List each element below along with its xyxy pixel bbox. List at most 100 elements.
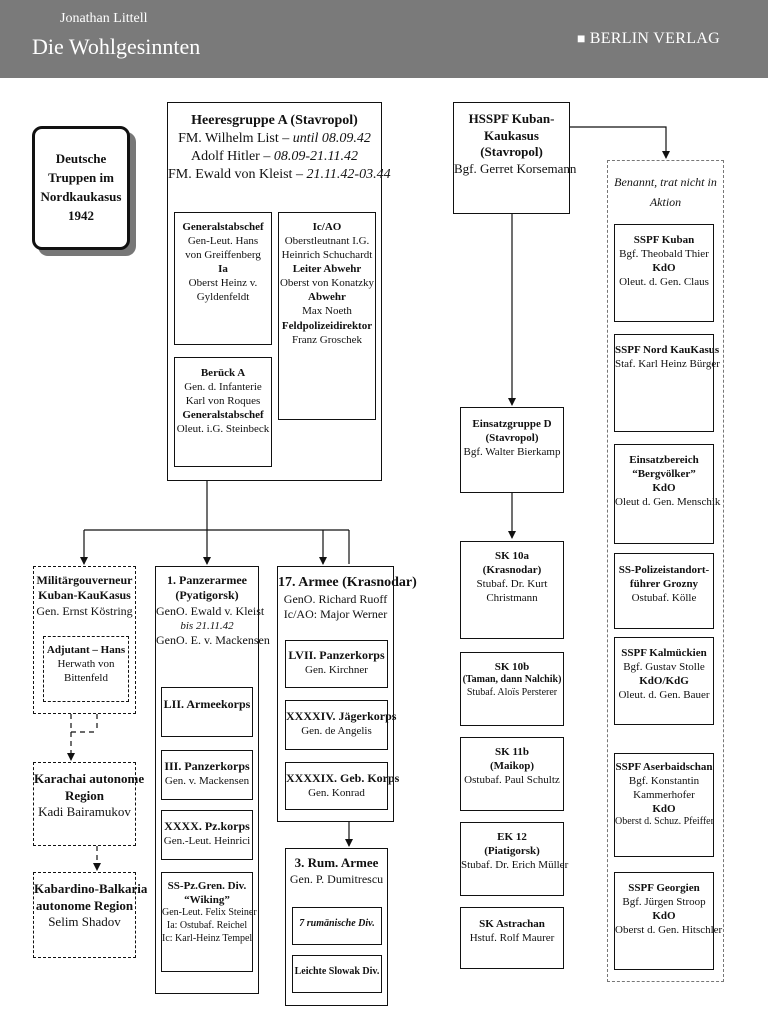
- box-line: Bgf. Walter Bierkamp: [463, 446, 561, 459]
- box-line: Kammerhofer: [633, 789, 695, 802]
- note-line: Aktion: [649, 195, 682, 210]
- book-title: Die Wohlgesinnten: [32, 34, 201, 59]
- commander-name: FM. Ewald von Kleist –: [168, 166, 307, 182]
- box-line: “Wiking”: [184, 894, 230, 907]
- hsspf-box: HSSPF Kuban- Kaukasus (Stavropol) Bgf. G…: [453, 102, 576, 214]
- box-line: SSPF Aserbaidschan: [615, 761, 713, 773]
- box-line: 1. Panzerarmee: [167, 573, 247, 587]
- box-line: SS-Pz.Gren. Div.: [167, 880, 247, 892]
- berueck-box: Berück A Gen. d. Infanterie Karl von Roq…: [174, 357, 272, 467]
- box-line: Karl von Roques: [185, 395, 261, 408]
- connector-militaer-bus: [70, 714, 98, 733]
- box-line: Staf. Karl Heinz Bürger: [615, 358, 720, 371]
- box-line: “Bergvölker”: [632, 468, 696, 481]
- heeresgruppe-title: Heeresgruppe A (Stavropol): [191, 113, 358, 128]
- division-box: Leichte Slowak Div.: [292, 955, 382, 993]
- chart-title-line: Deutsche: [55, 151, 107, 167]
- box-line: Oleut. d. Gen. Bauer: [618, 689, 710, 702]
- sk-box: SK 10a (Krasnodar) Stubaf. Dr. Kurt Chri…: [460, 541, 564, 639]
- box-line: Kadi Bairamukov: [38, 804, 131, 820]
- box-line: (Taman, dann Nalchik): [462, 674, 562, 686]
- commander-date: 21.11.42-03.44: [306, 166, 391, 182]
- box-line: Oleut d. Gen. Menschik: [615, 496, 721, 509]
- box-line: GenO. E. v. Mackensen: [156, 633, 270, 648]
- box-line: SK 10b: [494, 661, 530, 673]
- ss-unit-box: SSPF Kuban Bgf. Theobald Thier KdO Oleut…: [614, 224, 714, 322]
- box-line: Oberst d. Gen. Hitschler: [615, 924, 723, 937]
- box-line: Oberst von Konatzky: [279, 277, 375, 290]
- box-line: Kaukasus: [484, 127, 539, 143]
- ss-unit-box: Einsatzbereich “Bergvölker” KdO Oleut d.…: [614, 444, 721, 544]
- box-line: SK 11b: [495, 746, 529, 758]
- box-line: Oberstleutnant I.G.: [284, 235, 370, 248]
- box-line: Ostubaf. Paul Schultz: [464, 774, 560, 787]
- ss-unit-box: SS-Polizeistandort- führer Grozny Ostuba…: [614, 553, 714, 629]
- box-line: 3. Rum. Armee: [294, 855, 379, 870]
- publisher-name: BERLIN VERLAG: [589, 30, 720, 47]
- box-line: Militärgouverneur: [36, 573, 133, 587]
- box-line: Christmann: [486, 592, 538, 605]
- author-name: Jonathan Littell: [60, 11, 148, 26]
- box-line: autonome Region: [35, 897, 134, 913]
- connector-hsspf-side: [570, 126, 670, 159]
- box-line: (Stavropol): [480, 144, 543, 160]
- box-line: 17. Armee (Krasnodar): [278, 575, 417, 590]
- ss-unit-box: SSPF Georgien Bgf. Jürgen Stroop KdO Obe…: [614, 872, 723, 970]
- box-line: Einsatzgruppe D: [472, 418, 552, 430]
- box-line: Gen. Kirchner: [305, 664, 368, 677]
- box-line: Gen. d. Infanterie: [184, 381, 262, 394]
- publisher-brand: ■BERLIN VERLAG: [577, 30, 720, 48]
- box-line: III. Panzerkorps: [164, 759, 250, 773]
- sk-box: EK 12 (Piatigorsk) Stubaf. Dr. Erich Mül…: [460, 822, 568, 896]
- box-line: KdO: [652, 262, 676, 275]
- box-line: Generalstabschef: [182, 409, 264, 422]
- box-line: Stubaf. Dr. Kurt: [476, 578, 548, 591]
- box-line: HSSPF Kuban-: [468, 111, 555, 126]
- adjutant-label: Adjutant – Hans: [46, 644, 126, 656]
- box-line: von Greiffenberg: [185, 249, 261, 262]
- book-logo-icon: ■: [576, 32, 586, 47]
- sk-box: SK 10b (Taman, dann Nalchik) Stubaf. Alo…: [460, 652, 564, 726]
- box-line: 7 rumänische Div.: [299, 918, 375, 929]
- ss-unit-box: SSPF Aserbaidschan Bgf. Konstantin Kamme…: [614, 753, 714, 857]
- korps-box: LVII. Panzerkorps Gen. Kirchner: [285, 640, 388, 688]
- box-line: Bgf. Theobald Thier: [619, 248, 709, 261]
- box-line: Bgf. Jürgen Stroop: [622, 896, 706, 909]
- box-line: GenO. Ewald v. Kleist: [156, 603, 265, 618]
- kabardino-box: Kabardino-Balkaria autonome Region Selim…: [33, 872, 147, 958]
- box-line: Generalstabschef: [182, 221, 264, 233]
- box-line: Ostubaf. Kölle: [631, 592, 697, 605]
- benannt-panel: [607, 160, 724, 982]
- box-line: Oberst d. Schuz. Pfeiffer: [615, 816, 714, 828]
- box-line: Hstuf. Rolf Maurer: [469, 932, 555, 945]
- adjutant-box: Adjutant – Hans Herwath von Bittenfeld: [43, 636, 129, 702]
- box-line: Gen. v. Mackensen: [164, 775, 250, 788]
- box-line: Stubaf. Aloïs Persterer: [466, 686, 558, 698]
- korps-box: XXXXIX. Geb. Korps Gen. Konrad: [285, 762, 399, 810]
- box-line: Ia: Ostubaf. Reichel: [166, 919, 248, 931]
- box-line: Oberst Heinz v.: [188, 277, 258, 290]
- box-line: Einsatzbereich: [629, 454, 699, 466]
- box-line: XXXXIV. Jägerkorps: [286, 709, 397, 723]
- box-line: Adjutant – Hans: [44, 643, 128, 657]
- box-line: Gen-Leut. Felix Steiner: [162, 907, 257, 919]
- box-line: Selim Shadov: [48, 914, 121, 930]
- box-line: Berück A: [200, 367, 246, 379]
- box-line: Gen. P. Dumitrescu: [289, 871, 384, 886]
- box-line: Gen.-Leut. Heinrici: [163, 835, 251, 848]
- box-line: Oleut. i.G. Steinbeck: [176, 423, 270, 436]
- sk-box: SK 11b (Maikop) Ostubaf. Paul Schultz: [460, 737, 564, 811]
- commander-name: FM. Wilhelm List –: [178, 130, 293, 146]
- box-line: Oleut. d. Gen. Claus: [619, 276, 709, 289]
- box-line: (Piatigorsk): [484, 845, 540, 858]
- box-line: (Maikop): [490, 760, 534, 773]
- box-line: Region: [65, 787, 104, 803]
- box-line: Bittenfeld: [64, 672, 108, 685]
- commander-date: 08.09-21.11.42: [273, 148, 358, 164]
- heeresgruppe-commander: FM. Wilhelm List – until 08.09.42: [168, 130, 381, 148]
- box-line: Ic/AO: Major Werner: [283, 607, 388, 622]
- box-line: KdO/KdG: [639, 675, 689, 688]
- box-line: LVII. Panzerkorps: [288, 648, 385, 662]
- icao-box: Ic/AO Oberstleutnant I.G. Heinrich Schuc…: [278, 212, 376, 420]
- box-line: Max Noeth: [302, 305, 352, 318]
